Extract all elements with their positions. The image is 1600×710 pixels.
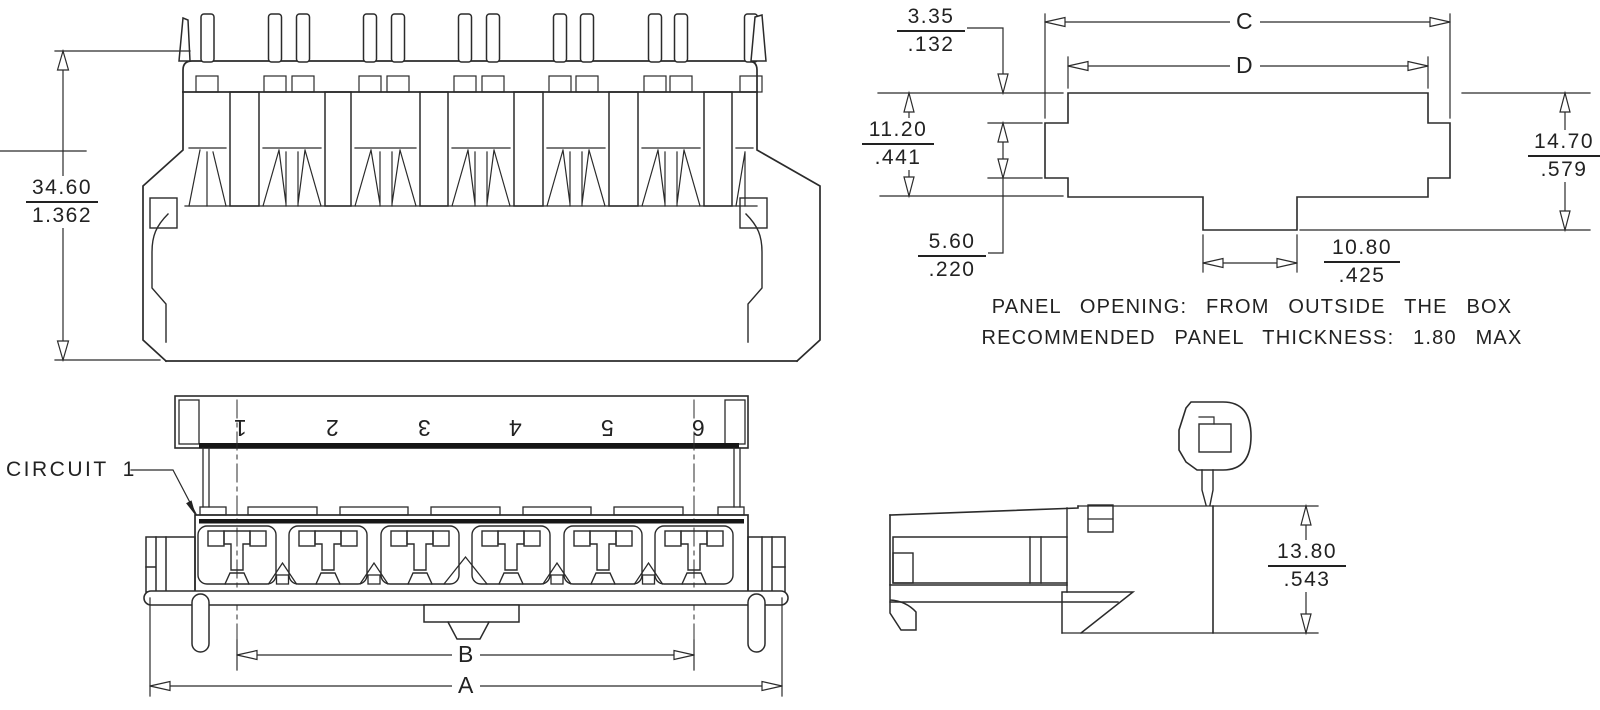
circuit-1-callout: CIRCUIT 1 — [6, 458, 137, 481]
circuit-number-5: 5 — [601, 415, 614, 441]
front-view-linework — [0, 13, 821, 363]
side-view-linework — [889, 401, 1252, 635]
dim-panel-total-height: 14.70 .579 — [1526, 130, 1600, 183]
dim-panel-notch: 5.60 .220 — [916, 230, 988, 283]
circuit-number-6: 6 — [692, 415, 705, 441]
circuit-number-2: 2 — [326, 415, 339, 441]
cavities — [197, 525, 734, 585]
dim-front-height: 34.60 1.362 — [24, 176, 100, 229]
dim-front-height-in: 1.362 — [31, 204, 93, 228]
panel-notes: PANEL OPENING: FROM OUTSIDE THE BOX RECO… — [938, 292, 1566, 354]
circuit-number-4: 4 — [509, 415, 522, 441]
terminal-symbols — [184, 147, 758, 207]
dim-panel-tab-width: 10.80 .425 — [1322, 236, 1402, 289]
circuit-number-1: 1 — [234, 415, 247, 441]
dim-label-a: A — [452, 672, 481, 699]
side-view-dimensions — [1061, 503, 1319, 636]
dim-label-d: D — [1230, 52, 1260, 79]
bottom-view-dimensions — [130, 469, 783, 697]
dim-label-c: C — [1230, 8, 1260, 35]
bottom-view-linework — [143, 395, 789, 666]
dim-front-height-mm: 34.60 — [26, 176, 98, 204]
dim-panel-offset: 3.35 .132 — [895, 5, 967, 58]
panel-note-line1: PANEL OPENING: FROM OUTSIDE THE BOX — [991, 296, 1513, 318]
circuit-number-3: 3 — [418, 415, 431, 441]
panel-opening-linework — [1044, 92, 1451, 231]
dim-panel-opening-height: 11.20 .441 — [860, 118, 936, 171]
panel-note-line2: RECOMMENDED PANEL THICKNESS: 1.80 MAX — [981, 327, 1523, 349]
dim-side-height: 13.80 .543 — [1266, 540, 1348, 593]
dim-label-b: B — [452, 641, 481, 668]
